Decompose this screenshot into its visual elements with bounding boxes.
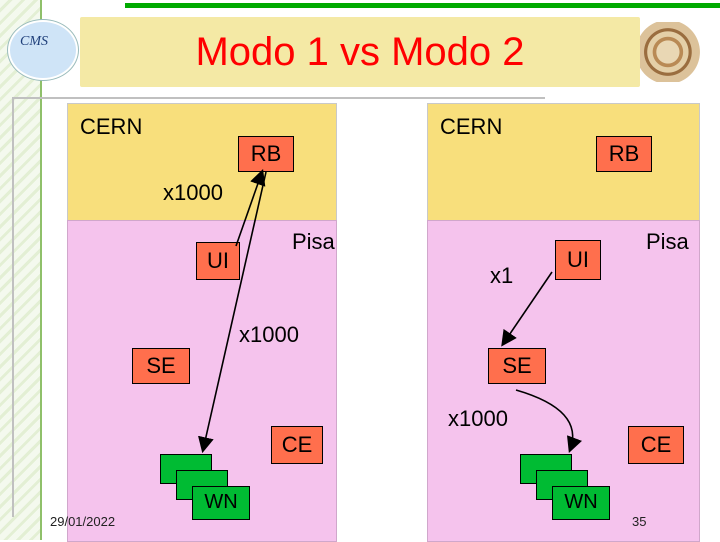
right-cern-box (427, 103, 700, 222)
left-rb-node[interactable]: RB (238, 136, 294, 172)
cms-logo-icon: CMS (8, 20, 78, 80)
title-banner (80, 17, 640, 87)
right-se-node[interactable]: SE (488, 348, 546, 384)
top-green-rule (125, 3, 720, 8)
footer-date: 29/01/2022 (50, 514, 116, 529)
right-rb-node[interactable]: RB (596, 136, 652, 172)
decorative-left-strip (0, 0, 42, 540)
left-se-node[interactable]: SE (132, 348, 190, 384)
right-ui-node[interactable]: UI (555, 240, 601, 280)
left-wn-node-front[interactable]: WN (192, 486, 250, 520)
cms-logo-text: CMS (20, 34, 48, 49)
left-multiplier-mid: x1000 (239, 322, 299, 347)
right-wn-node-front[interactable]: WN (552, 486, 610, 520)
right-multiplier-se: x1000 (448, 406, 508, 431)
right-ce-node[interactable]: CE (628, 426, 684, 464)
left-multiplier-top: x1000 (163, 180, 223, 205)
right-multiplier-ui: x1 (490, 263, 514, 288)
slide-title: Modo 1 vs Modo 2 (195, 30, 525, 74)
wood-rings-logo-icon (640, 22, 702, 82)
left-ui-node[interactable]: UI (196, 242, 240, 280)
frame-top-line (12, 97, 545, 99)
left-ce-node[interactable]: CE (271, 426, 323, 464)
frame-left-line (12, 97, 14, 517)
footer-page-number: 35 (632, 514, 647, 529)
left-pisa-label: Pisa (292, 229, 335, 254)
left-cern-label: CERN (80, 114, 143, 139)
right-pisa-label: Pisa (646, 229, 689, 254)
right-cern-label: CERN (440, 114, 503, 139)
